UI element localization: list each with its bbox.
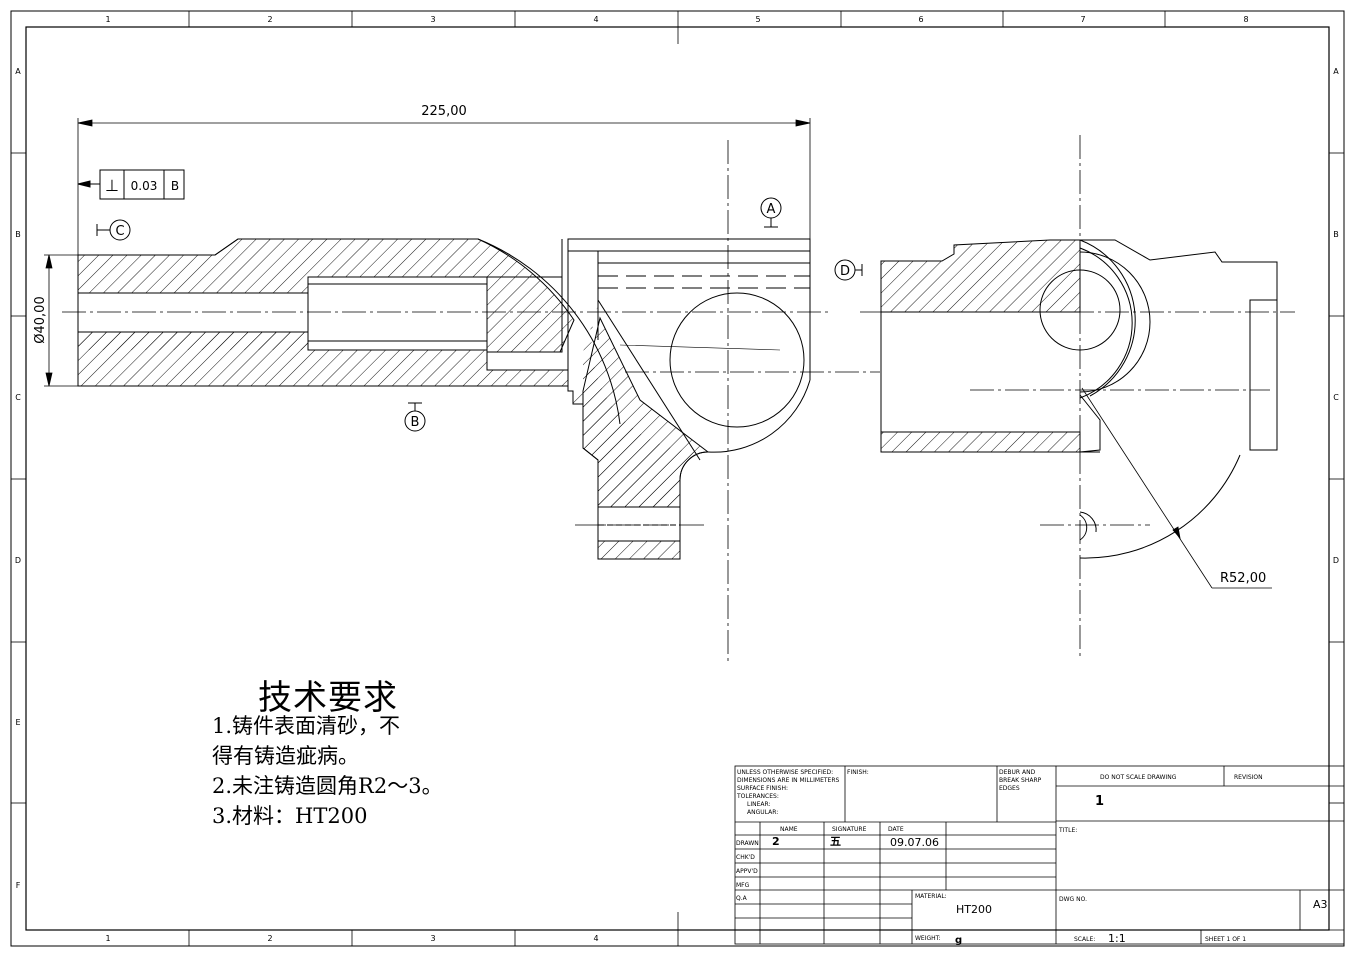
gdt-tolerance: 0.03 (131, 179, 158, 193)
material-label: MATERIAL: (915, 893, 947, 900)
revision-value: 1 (1095, 794, 1104, 809)
zone-label: 2 (267, 934, 272, 943)
deburr-line: BREAK SHARP (999, 777, 1042, 784)
side-view (880, 239, 1278, 559)
center-lines (62, 135, 1295, 665)
zone-label: 1 (105, 15, 110, 24)
zone-label: 8 (1243, 15, 1248, 24)
tech-requirement-line: 2.未注铸造圆角R2～3。 (212, 774, 443, 798)
zone-label: F (16, 881, 21, 890)
deburr-line: EDGES (999, 785, 1020, 792)
zone-label: 3 (430, 15, 435, 24)
drawn-date: 09.07.06 (890, 836, 939, 849)
zone-label: 6 (918, 15, 923, 24)
sheet-size: A3 (1313, 898, 1328, 911)
zone-label: C (1333, 393, 1339, 402)
datum-c-marker (96, 219, 131, 241)
drawn-name: 2 (772, 835, 780, 848)
datum-b-label: B (411, 415, 420, 430)
dimension-diameter (44, 254, 78, 387)
note-line: UNLESS OTHERWISE SPECIFIED: (737, 769, 833, 776)
dwg-no-label: DWG NO. (1059, 896, 1087, 903)
tech-requirement-line: 1.铸件表面清砂，不 (212, 714, 401, 738)
datum-c-label: C (115, 224, 124, 239)
datum-d-label: D (840, 264, 850, 279)
tech-requirement-line: 3.材料：HT200 (212, 804, 368, 828)
note-line: ANGULAR: (747, 809, 778, 816)
zone-label: 7 (1080, 15, 1085, 24)
dimension-225 (77, 118, 811, 255)
zone-label: 4 (593, 15, 598, 24)
header-signature: SIGNATURE (832, 826, 867, 833)
note-line: TOLERANCES: (736, 793, 779, 800)
zone-label: B (1333, 230, 1339, 239)
header-date: DATE (888, 826, 904, 833)
row-label: MFG (736, 882, 750, 889)
dimension-radius-label: R52,00 (1220, 571, 1266, 586)
row-label: CHK'D (736, 854, 755, 861)
gdt-frame (77, 169, 185, 200)
note-line: DIMENSIONS ARE IN MILLIMETERS (737, 777, 839, 784)
title-block (734, 765, 1345, 945)
perpendicularity-symbol: ⊥ (105, 176, 119, 195)
revision-label: REVISION (1234, 774, 1263, 781)
datum-a-marker (760, 197, 782, 228)
dimension-radius (1081, 387, 1272, 589)
dimension-diameter-label: Ø40,00 (33, 296, 48, 343)
drawing-frame (10, 10, 1345, 947)
title-block-text: UNLESS OTHERWISE SPECIFIED: DIMENSIONS A… (736, 769, 1263, 943)
zone-label: B (15, 230, 21, 239)
zone-label: A (1333, 67, 1339, 76)
zone-label: 4 (593, 934, 598, 943)
tech-requirement-line: 得有铸造疵病。 (212, 744, 359, 768)
zone-label: D (1333, 556, 1339, 565)
zone-label: E (15, 718, 20, 727)
row-label: APPV'D (736, 868, 758, 875)
note-line: LINEAR: (747, 801, 771, 808)
title-label: TITLE: (1058, 827, 1077, 834)
zone-label: C (15, 393, 21, 402)
zone-label: 3 (430, 934, 435, 943)
scale-value: 1:1 (1108, 932, 1126, 945)
note-line: SURFACE FINISH: (737, 785, 788, 792)
row-label: Q.A (736, 895, 748, 902)
finish-label: FINISH: (847, 769, 869, 776)
sheet-label: SHEET 1 OF 1 (1205, 936, 1246, 943)
row-label: DRAWN (736, 840, 759, 847)
tech-requirements-title: 技术要求 (258, 678, 398, 718)
weight-value: g (955, 935, 962, 946)
weight-label: WEIGHT: (915, 935, 941, 942)
do-not-scale-label: DO NOT SCALE DRAWING (1100, 774, 1177, 781)
zone-label: A (15, 67, 21, 76)
zone-labels: 1 2 3 4 5 6 7 8 1 2 3 4 A B C D E F A B … (15, 15, 1339, 943)
datum-d-marker (834, 259, 863, 281)
zone-label: 2 (267, 15, 272, 24)
header-name: NAME (780, 826, 798, 833)
zone-label: D (15, 556, 21, 565)
datum-b-marker (404, 402, 426, 432)
gdt-datum: B (171, 179, 179, 193)
dimension-225-label: 225,00 (421, 104, 467, 119)
drawn-signature: 五 (830, 835, 841, 848)
datum-a-label: A (767, 202, 776, 217)
zone-label: 1 (105, 934, 110, 943)
deburr-line: DEBUR AND (999, 769, 1036, 776)
zone-label: 5 (755, 15, 760, 24)
scale-label: SCALE: (1074, 936, 1095, 943)
section-view (77, 238, 811, 560)
material-value: HT200 (956, 903, 992, 916)
